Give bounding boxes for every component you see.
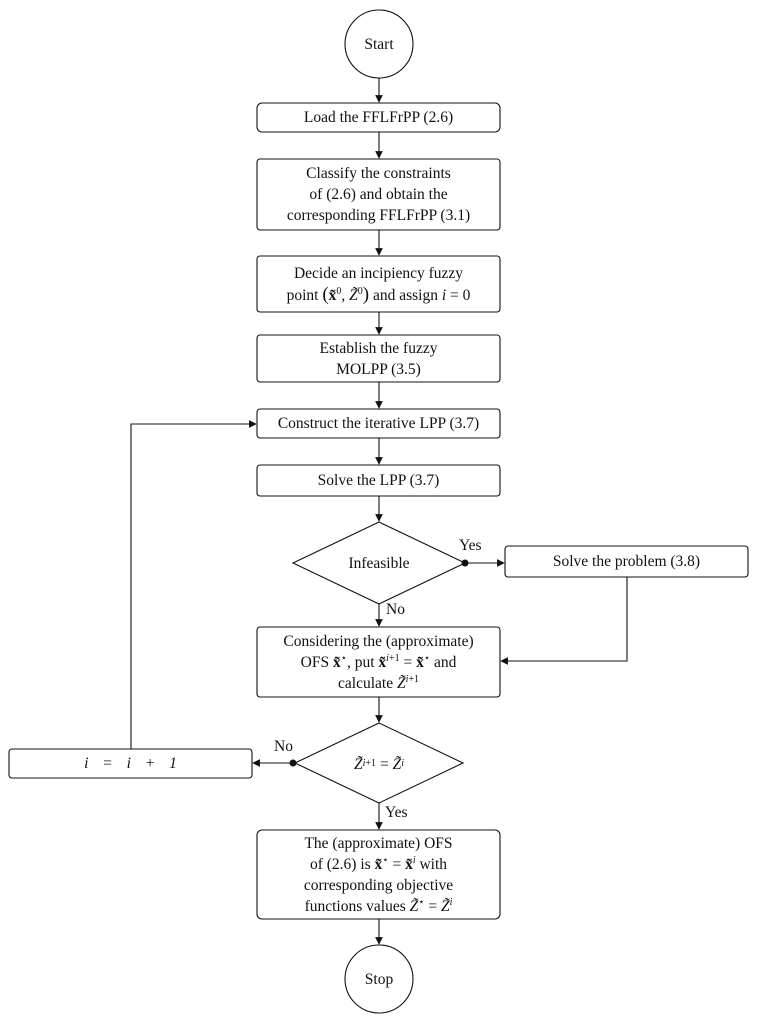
no-label-infeasible: No — [386, 601, 405, 618]
considering-line-2: OFS x̃⋆, put x̃i+1 = x̃⋆ and — [300, 652, 457, 671]
final-line-3: corresponding objective — [303, 876, 454, 894]
final-label: The (approximate) OFS of (2.6) is x̃⋆ = … — [257, 830, 500, 919]
classify-label: Classify the constraints of (2.6) and ob… — [257, 159, 500, 230]
establish-line-1: Establish the fuzzy — [319, 339, 438, 357]
arrow-loop-back — [130, 420, 257, 749]
stop-label: Stop — [364, 970, 394, 988]
establish-line-2: MOLPP (3.5) — [336, 360, 421, 378]
arrow-problem-considering — [500, 577, 628, 665]
construct-label: Construct the iterative LPP (3.7) — [277, 415, 480, 432]
yes-label-infeasible: Yes — [459, 537, 482, 554]
yes-label-convergence: Yes — [385, 804, 408, 821]
solve-lpp-label: Solve the LPP (3.7) — [317, 472, 440, 489]
final-line-4: functions values Z̃⋆ = Z̃i — [304, 896, 453, 915]
decide-line-1: Decide an incipiency fuzzy — [293, 264, 464, 282]
considering-label: Considering the (approximate) OFS x̃⋆, p… — [257, 627, 500, 697]
classify-line-2: of (2.6) and obtain the — [309, 186, 448, 203]
convergence-label: Z̃i+1 = Z̃i — [354, 755, 404, 773]
yes-junction-dot — [461, 559, 469, 567]
final-line-1: The (approximate) OFS — [304, 834, 453, 852]
start-label: Start — [364, 35, 394, 53]
infeasible-label: Infeasible — [348, 554, 410, 572]
establish-label: Establish the fuzzy MOLPP (3.5) — [257, 335, 500, 382]
no-label-convergence: No — [274, 738, 293, 755]
increment-label: i = i + 1 — [84, 755, 177, 772]
considering-line-1: Considering the (approximate) — [283, 632, 474, 650]
load-label: Load the FFLFrPP (2.6) — [303, 109, 454, 126]
initial-point-math: (x̃0, Z̃0) — [322, 283, 370, 305]
classify-line-3: corresponding FFLFrPP (3.1) — [286, 207, 471, 224]
decide-line-2: point (x̃0, Z̃0) and assign i = 0 — [286, 283, 471, 305]
decide-label: Decide an incipiency fuzzy point (x̃0, Z… — [257, 256, 500, 312]
solve-problem-label: Solve the problem (3.8) — [552, 553, 701, 570]
final-line-2: of (2.6) is x̃⋆ = x̃i with — [309, 854, 448, 873]
classify-line-1: Classify the constraints — [306, 165, 451, 182]
considering-line-3: calculate Z̃i+1 — [338, 673, 419, 692]
no-junction-dot — [289, 759, 297, 767]
stop-node — [344, 944, 414, 1014]
